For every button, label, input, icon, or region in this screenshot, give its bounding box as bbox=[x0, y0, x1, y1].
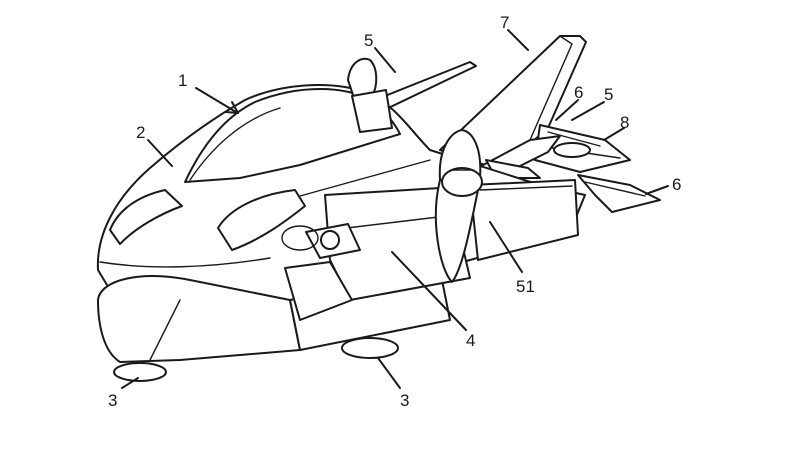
label-propeller-hub: 51 bbox=[516, 277, 535, 296]
label-front-wheel: 3 bbox=[108, 391, 117, 410]
body-section bbox=[281, 187, 471, 321]
top-rotor-hub bbox=[347, 57, 393, 133]
front-propeller bbox=[434, 129, 483, 283]
rear-wheel bbox=[341, 337, 399, 359]
front-wheel bbox=[113, 362, 167, 382]
lower-fin bbox=[577, 174, 661, 213]
label-upper-fin: 6 bbox=[574, 83, 583, 102]
label-lower-fin: 6 bbox=[672, 175, 681, 194]
label-rear-wheel: 3 bbox=[400, 391, 409, 410]
leader-lines bbox=[121, 29, 669, 389]
label-tail-unit: 8 bbox=[620, 113, 629, 132]
label-cockpit: 2 bbox=[136, 123, 145, 142]
label-wing: 7 bbox=[500, 13, 509, 32]
label-rear-rotor: 5 bbox=[604, 85, 613, 104]
label-top-rotor: 5 bbox=[364, 31, 373, 50]
label-vehicle: 1 bbox=[178, 71, 187, 90]
label-body-section: 4 bbox=[466, 331, 475, 350]
side-panel bbox=[469, 179, 579, 261]
